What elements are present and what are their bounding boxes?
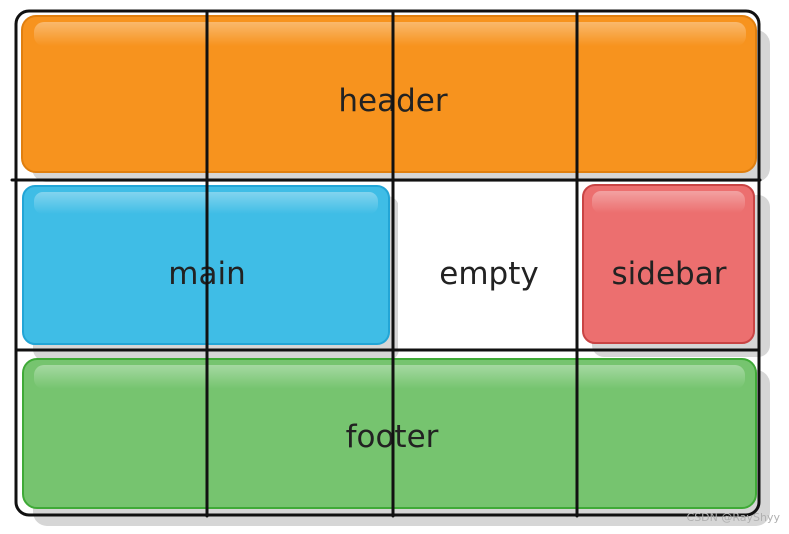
area-footer: footer xyxy=(22,358,757,509)
watermark: CSDN @RayShyy xyxy=(687,511,781,524)
grid-lines xyxy=(10,9,762,518)
area-sidebar-label: sidebar xyxy=(612,256,727,292)
area-empty-box xyxy=(398,194,573,350)
area-footer-gloss xyxy=(34,365,745,389)
area-header: header xyxy=(21,15,757,173)
area-empty: empty xyxy=(398,194,573,350)
area-sidebar-gloss xyxy=(592,191,745,213)
area-sidebar: sidebar xyxy=(582,184,755,344)
area-empty-label: empty xyxy=(439,256,538,292)
area-header-gloss xyxy=(34,22,746,46)
grid-outer-border xyxy=(14,9,761,517)
area-sidebar-box xyxy=(582,184,755,344)
